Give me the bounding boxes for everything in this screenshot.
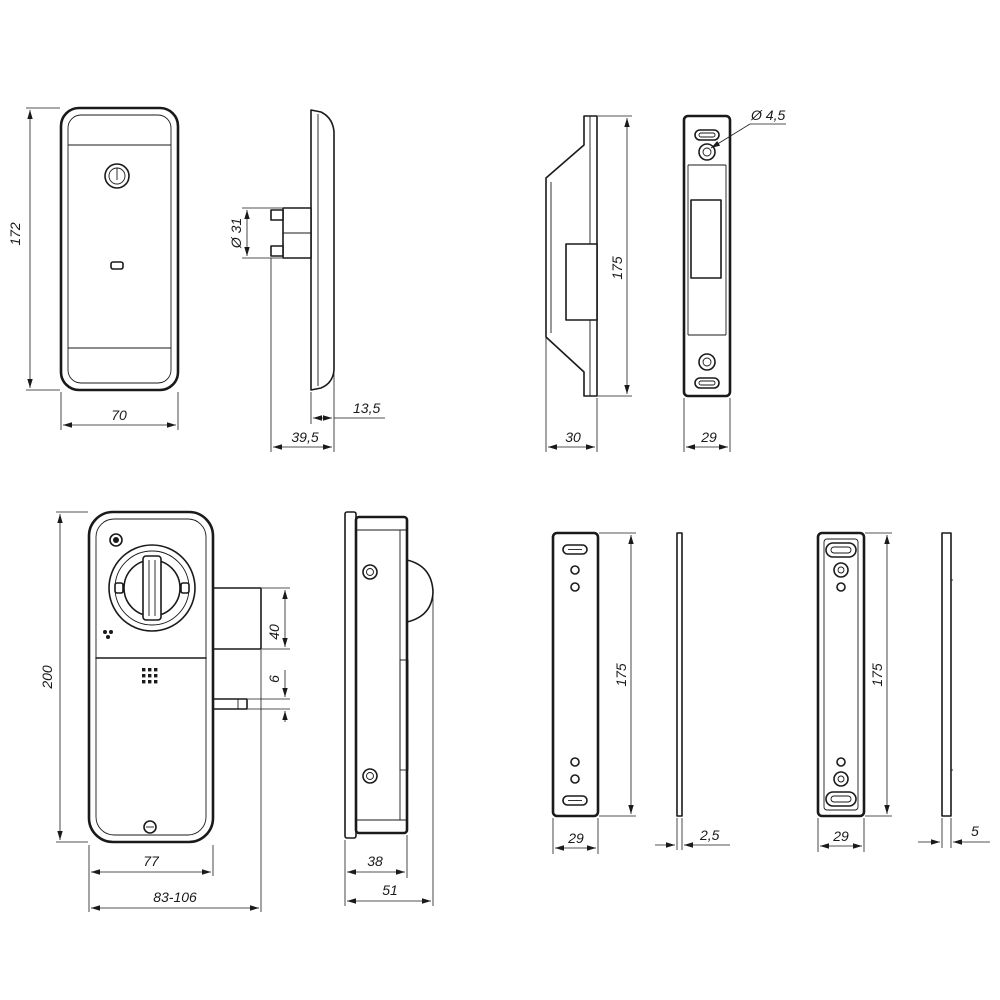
dim-text-plate-a-thickness: 2,5 (699, 827, 720, 843)
keyhole-icon (104, 163, 130, 189)
thumb-turn-knob (108, 544, 196, 632)
thumb-turn-handle (142, 555, 162, 621)
dim-text-screw-hole: Ø 4,5 (750, 107, 785, 123)
view-strike-side: 175 30 (545, 115, 632, 452)
plate-b-slot-top (825, 542, 857, 558)
screw-hole-top (698, 143, 716, 161)
dim-faceplate-depth: 13,5 (310, 372, 385, 424)
plate-b-hole-2 (836, 582, 846, 592)
dim-text-plate-b-length: 175 (869, 663, 885, 687)
dim-bolt-height: 40 (262, 587, 290, 650)
slot-hole-bottom (694, 377, 720, 389)
plate-a-hole-4 (570, 774, 580, 784)
dim-plate-a-width: 29 (552, 818, 599, 854)
dim-latch-height: 6 (248, 670, 290, 722)
dim-plate-b-thickness: 5 (918, 818, 990, 848)
dim-faceplate-width: 70 (60, 392, 179, 430)
plate-a-hole-3 (570, 757, 580, 767)
view-plate-b-front: 175 29 (816, 531, 892, 852)
slot-hole-top (694, 129, 720, 141)
dim-strike-depth: 30 (545, 338, 598, 452)
faceplate-side-outline (310, 109, 335, 391)
dim-text-knob-diameter: Ø 31 (228, 218, 244, 249)
dead-bolt (210, 587, 262, 650)
dim-plate-a-length: 175 (599, 532, 636, 817)
side-battery-cover (399, 659, 409, 771)
dim-text-strike-front-width: 29 (700, 429, 717, 445)
dim-text-plate-a-length: 175 (613, 663, 629, 687)
dim-plate-b-length: 175 (865, 532, 892, 817)
side-knob-profile (406, 559, 434, 623)
dim-text-plate-a-width: 29 (567, 830, 584, 846)
dim-text-lock-body-width: 77 (143, 853, 160, 869)
dim-text-lock-body-height: 200 (39, 665, 55, 690)
plate-a-hole-2 (570, 582, 580, 592)
side-body-outline (354, 515, 409, 835)
view-lock-body-side: 38 51 (344, 511, 434, 906)
plate-b-side-outline (941, 532, 952, 817)
faceplate-inner-edge (67, 114, 172, 384)
dim-text-bolt-height: 40 (266, 624, 282, 640)
dim-faceplate-height: 172 (7, 107, 60, 391)
dim-backset-range: 83-106 (91, 650, 262, 912)
strike-pocket (565, 243, 598, 321)
view-lock-body-front: 200 40 6 77 83-106 (39, 510, 290, 912)
view-faceplate-side: Ø 31 13,5 39,5 (228, 109, 385, 452)
dim-side-body-depth: 38 (344, 835, 408, 906)
dim-text-side-body-depth: 38 (367, 853, 383, 869)
view-plate-a-front: 175 29 (551, 531, 636, 854)
side-faceplate (344, 511, 357, 839)
view-plate-a-side: 2,5 (655, 532, 730, 850)
small-button-icon (109, 533, 123, 547)
dim-text-faceplate-width: 70 (111, 407, 127, 423)
dim-total-projection: 39,5 (270, 258, 335, 452)
sensor-dots-icon (103, 630, 113, 639)
plate-a-side-outline (676, 532, 683, 817)
plate-b-outline (816, 531, 866, 818)
dim-knob-diameter: Ø 31 (228, 207, 282, 259)
screw-hole-bottom (698, 353, 716, 371)
dim-lock-body-width: 77 (88, 845, 214, 912)
indicator-slot (110, 261, 124, 270)
dim-screw-hole: Ø 4,5 (710, 107, 786, 149)
dim-lock-body-height: 200 (39, 511, 88, 843)
dim-plate-a-thickness: 2,5 (655, 818, 730, 850)
dim-text-plate-b-thickness: 5 (971, 823, 979, 839)
dim-side-total-depth: 51 (347, 594, 434, 906)
plate-a-slot-bottom (562, 795, 588, 806)
dim-text-faceplate-height: 172 (7, 222, 23, 246)
plate-a-outline (551, 531, 600, 818)
side-screw-top-icon (362, 564, 378, 580)
plate-a-hole-1 (570, 565, 580, 575)
keypad-grid-icon (142, 668, 158, 684)
plate-b-slot-bottom (825, 791, 857, 807)
plate-a-slot-top (562, 544, 588, 555)
side-screw-bottom-icon (362, 768, 378, 784)
dim-plate-b-width: 29 (817, 818, 865, 852)
plate-b-hole-3 (836, 757, 846, 767)
dim-text-side-total-depth: 51 (382, 882, 398, 898)
strike-opening (690, 199, 722, 279)
dim-text-plate-b-width: 29 (832, 828, 849, 844)
dim-text-latch-height: 6 (266, 675, 282, 683)
view-strike-front: Ø 4,5 29 (682, 107, 786, 452)
dim-strike-length: 175 (598, 115, 632, 397)
dim-text-total-projection: 39,5 (291, 429, 318, 445)
dim-strike-front-width: 29 (683, 398, 731, 452)
faceplate-outline (59, 106, 180, 392)
view-faceplate-front: 172 70 (7, 106, 180, 430)
latch-bolt (210, 698, 248, 710)
dim-text-backset-range: 83-106 (153, 889, 197, 905)
bottom-screw-icon (143, 820, 157, 834)
plate-b-hole-1 (833, 562, 849, 578)
view-plate-b-side: 5 (918, 532, 990, 848)
dim-text-faceplate-depth: 13,5 (353, 400, 380, 416)
dim-text-strike-length: 175 (609, 256, 625, 280)
plate-b-hole-4 (833, 771, 849, 787)
dim-text-strike-depth: 30 (565, 429, 581, 445)
